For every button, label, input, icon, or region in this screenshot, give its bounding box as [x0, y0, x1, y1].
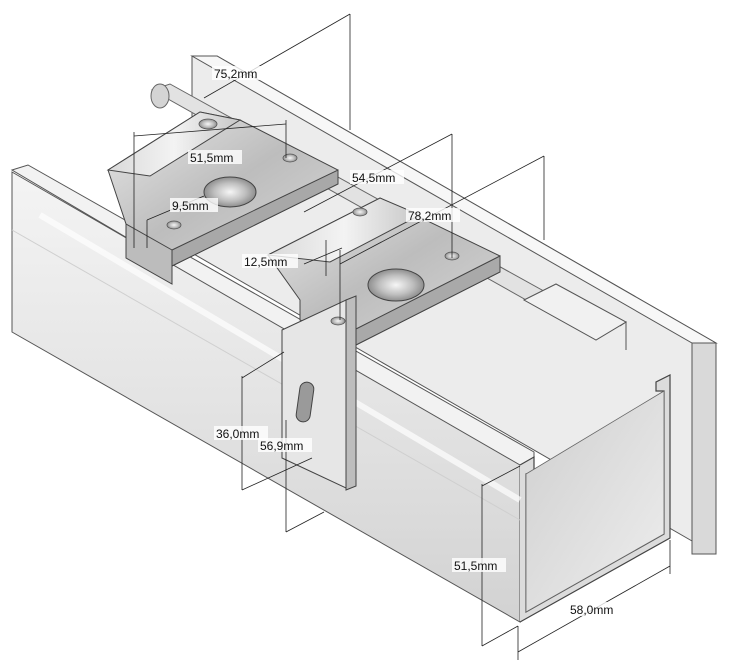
- dimension-labels: 75,2mm 51,5mm 9,5mm 54,5mm 78,2mm 12,5mm…: [170, 66, 622, 617]
- dim-label-51-5-side: 51,5mm: [454, 559, 497, 573]
- dim-label-78-2: 78,2mm: [408, 209, 451, 223]
- dim-label-58-0: 58,0mm: [570, 603, 613, 617]
- dim-label-51-5-top: 51,5mm: [190, 151, 233, 165]
- bracket-left: [106, 111, 339, 285]
- dim-label-9-5: 9,5mm: [172, 199, 209, 213]
- dim-label-56-9: 56,9mm: [260, 439, 303, 453]
- dim-label-12-5: 12,5mm: [244, 255, 287, 269]
- dim-label-75-2: 75,2mm: [214, 67, 257, 81]
- bracket-right: [266, 197, 501, 491]
- dim-label-54-5: 54,5mm: [352, 171, 395, 185]
- dim-label-36-0: 36,0mm: [216, 427, 259, 441]
